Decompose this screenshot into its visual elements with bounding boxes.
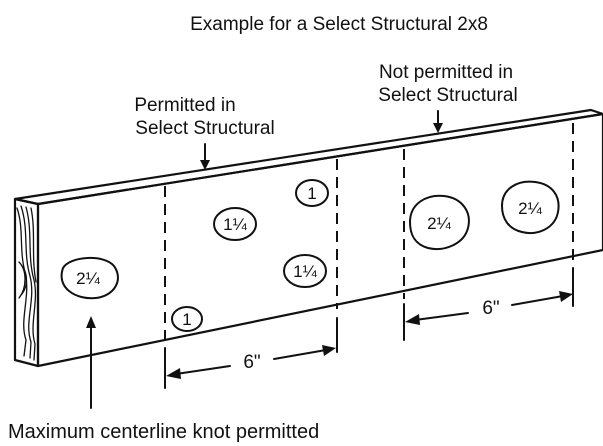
knots: 2¼ 1 1¼ 1¼ 1 2¼ 2¼ xyxy=(60,179,560,332)
dim-left-arrowhead-start xyxy=(166,368,181,379)
dim-right-arrowhead-end xyxy=(559,291,573,302)
knot-mid-right: 1¼ xyxy=(283,254,327,288)
diagram-title: Example for a Select Structural 2x8 xyxy=(190,14,488,35)
callout-not-permitted-line2: Select Structural xyxy=(378,85,517,106)
arrowhead-max-centerline xyxy=(86,316,96,328)
dim-left-arrowhead-end xyxy=(322,345,336,356)
knot-mid-left-label: 1¼ xyxy=(223,215,247,234)
end-grain-lines xyxy=(16,205,37,361)
callout-not-permitted: Not permitted in Select Structural xyxy=(378,62,518,133)
knot-mid-right-label: 1¼ xyxy=(293,262,317,281)
callout-permitted-line1: Permitted in xyxy=(134,95,235,116)
arrowhead-not-permitted xyxy=(433,123,443,133)
section-lines xyxy=(164,123,574,389)
knot-edge: 2¼ xyxy=(60,257,119,300)
dim-right-arrowhead-start xyxy=(405,314,420,325)
arrowhead-permitted xyxy=(200,160,210,170)
knot-right-a: 2¼ xyxy=(409,194,470,250)
knot-mid-left: 1¼ xyxy=(213,207,257,241)
callout-permitted: Permitted in Select Structural xyxy=(134,95,275,170)
knot-top-small-label: 1 xyxy=(307,184,316,203)
dimension-right-label: 6" xyxy=(482,298,499,319)
dimension-left: 6" xyxy=(166,345,336,379)
knot-top-small: 1 xyxy=(295,179,329,207)
dimension-right: 6" xyxy=(405,291,573,325)
knot-edge-label: 2¼ xyxy=(76,269,100,288)
knot-right-a-label: 2¼ xyxy=(427,214,451,233)
board xyxy=(13,108,603,368)
callout-permitted-line2: Select Structural xyxy=(135,118,274,139)
knot-bottom-small: 1 xyxy=(171,306,203,332)
caption-max-centerline: Maximum centerline knot permitted xyxy=(8,421,319,443)
dimension-left-label: 6" xyxy=(243,352,260,373)
knot-bottom-small-label: 1 xyxy=(182,310,191,329)
knot-right-b-label: 2¼ xyxy=(518,199,542,218)
callout-max-centerline: Maximum centerline knot permitted xyxy=(8,316,319,443)
callout-not-permitted-line1: Not permitted in xyxy=(379,62,513,83)
board-end-grain xyxy=(13,197,40,368)
knot-right-b: 2¼ xyxy=(501,180,560,234)
